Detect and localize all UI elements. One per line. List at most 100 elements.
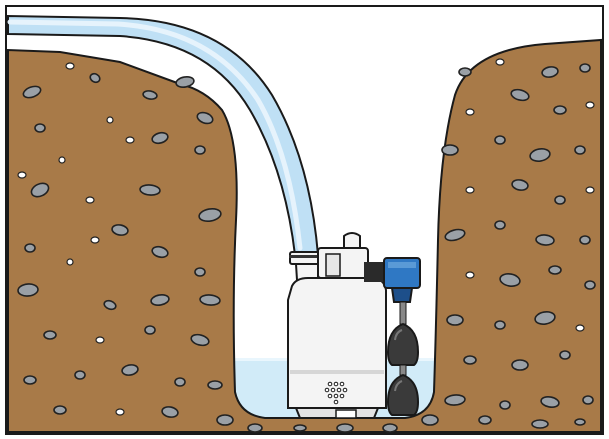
stone-icon [574, 145, 586, 155]
stone-icon [463, 355, 477, 365]
stones-layer [17, 58, 596, 433]
stone-icon [175, 76, 195, 88]
stone-icon [495, 58, 505, 66]
stone-icon [465, 108, 475, 116]
stone-icon [121, 364, 139, 376]
stone-icon [494, 320, 506, 330]
stone-icon [17, 171, 27, 179]
stone-icon [85, 196, 95, 204]
stone-icon [111, 224, 129, 236]
stone-icon [23, 375, 37, 385]
stone-icon [17, 283, 39, 297]
stone-icon [446, 314, 464, 326]
stone-icon [548, 265, 562, 275]
stone-icon [150, 294, 170, 306]
stone-icon [444, 394, 466, 406]
stone-icon [511, 179, 529, 191]
stone-icon [142, 90, 158, 100]
stone-icon [541, 66, 559, 78]
stone-icon [89, 72, 101, 84]
stone-icon [540, 396, 560, 408]
stone-icon [115, 408, 125, 416]
float-switch-icon [364, 257, 421, 325]
strainer-hole [339, 381, 345, 387]
stone-icon [43, 330, 57, 340]
stone-icon [53, 405, 67, 415]
stone-icon [106, 116, 114, 124]
strainer-hole [333, 381, 339, 387]
stone-icon [494, 135, 506, 145]
stone-icon [575, 324, 585, 332]
stone-icon [95, 336, 105, 344]
stone-icon [24, 243, 36, 253]
stone-icon [58, 156, 66, 164]
stone-icon [194, 145, 206, 155]
stone-icon [151, 245, 169, 259]
stone-icon [198, 207, 222, 223]
stone-icon [511, 359, 529, 371]
stone-icon [207, 380, 223, 390]
submersible-pump-icon [287, 232, 387, 419]
stone-icon [194, 267, 206, 277]
stone-icon [534, 311, 556, 325]
stone-icon [499, 273, 521, 287]
stone-icon [465, 186, 475, 194]
strainer-hole [342, 387, 348, 393]
discharge-hose-icon [7, 14, 323, 265]
stone-icon [554, 195, 566, 205]
stone-icon [421, 414, 439, 426]
stone-icon [553, 105, 567, 115]
stone-icon [139, 184, 161, 196]
stone-icon [441, 144, 459, 156]
stone-icon [579, 63, 591, 73]
strainer-hole [327, 381, 333, 387]
strainer-hole [327, 393, 333, 399]
stone-icon [529, 148, 551, 162]
stone-icon [65, 62, 75, 70]
stone-icon [585, 101, 595, 109]
stone-icon [144, 325, 156, 335]
stone-icon [535, 234, 555, 246]
float-ball-icon [386, 322, 420, 416]
stone-icon [30, 182, 50, 198]
stone-icon [574, 418, 586, 426]
stone-icon [90, 236, 100, 244]
stone-icon [582, 395, 594, 405]
stone-icon [190, 333, 210, 347]
stone-icon [478, 415, 492, 425]
stone-icon [196, 111, 214, 125]
strainer-hole [336, 387, 342, 393]
stone-icon [199, 294, 221, 306]
strainer-hole [333, 399, 339, 405]
stone-icon [151, 131, 169, 145]
stone-icon [382, 423, 398, 433]
stone-icon [510, 88, 530, 102]
strainer-hole [333, 393, 339, 399]
stone-icon [531, 419, 549, 429]
stone-icon [465, 271, 475, 279]
stone-icon [585, 186, 595, 194]
stone-icon [34, 123, 46, 133]
stone-icon [74, 370, 86, 380]
stone-icon [494, 220, 506, 230]
strainer-hole [339, 393, 345, 399]
strainer-hole [324, 387, 330, 393]
stone-icon [247, 423, 263, 433]
stone-icon [174, 377, 186, 387]
stone-icon [444, 228, 466, 242]
stone-icon [216, 414, 234, 426]
stone-icon [559, 350, 571, 360]
stone-icon [584, 280, 596, 290]
stone-icon [22, 85, 42, 99]
stone-icon [125, 136, 135, 144]
stone-icon [336, 423, 354, 433]
stone-icon [161, 406, 179, 418]
strainer-icon [324, 381, 348, 405]
strainer-hole [330, 387, 336, 393]
stone-icon [66, 258, 74, 266]
stone-icon [499, 400, 511, 410]
stone-icon [579, 235, 591, 245]
stone-icon [103, 299, 117, 311]
